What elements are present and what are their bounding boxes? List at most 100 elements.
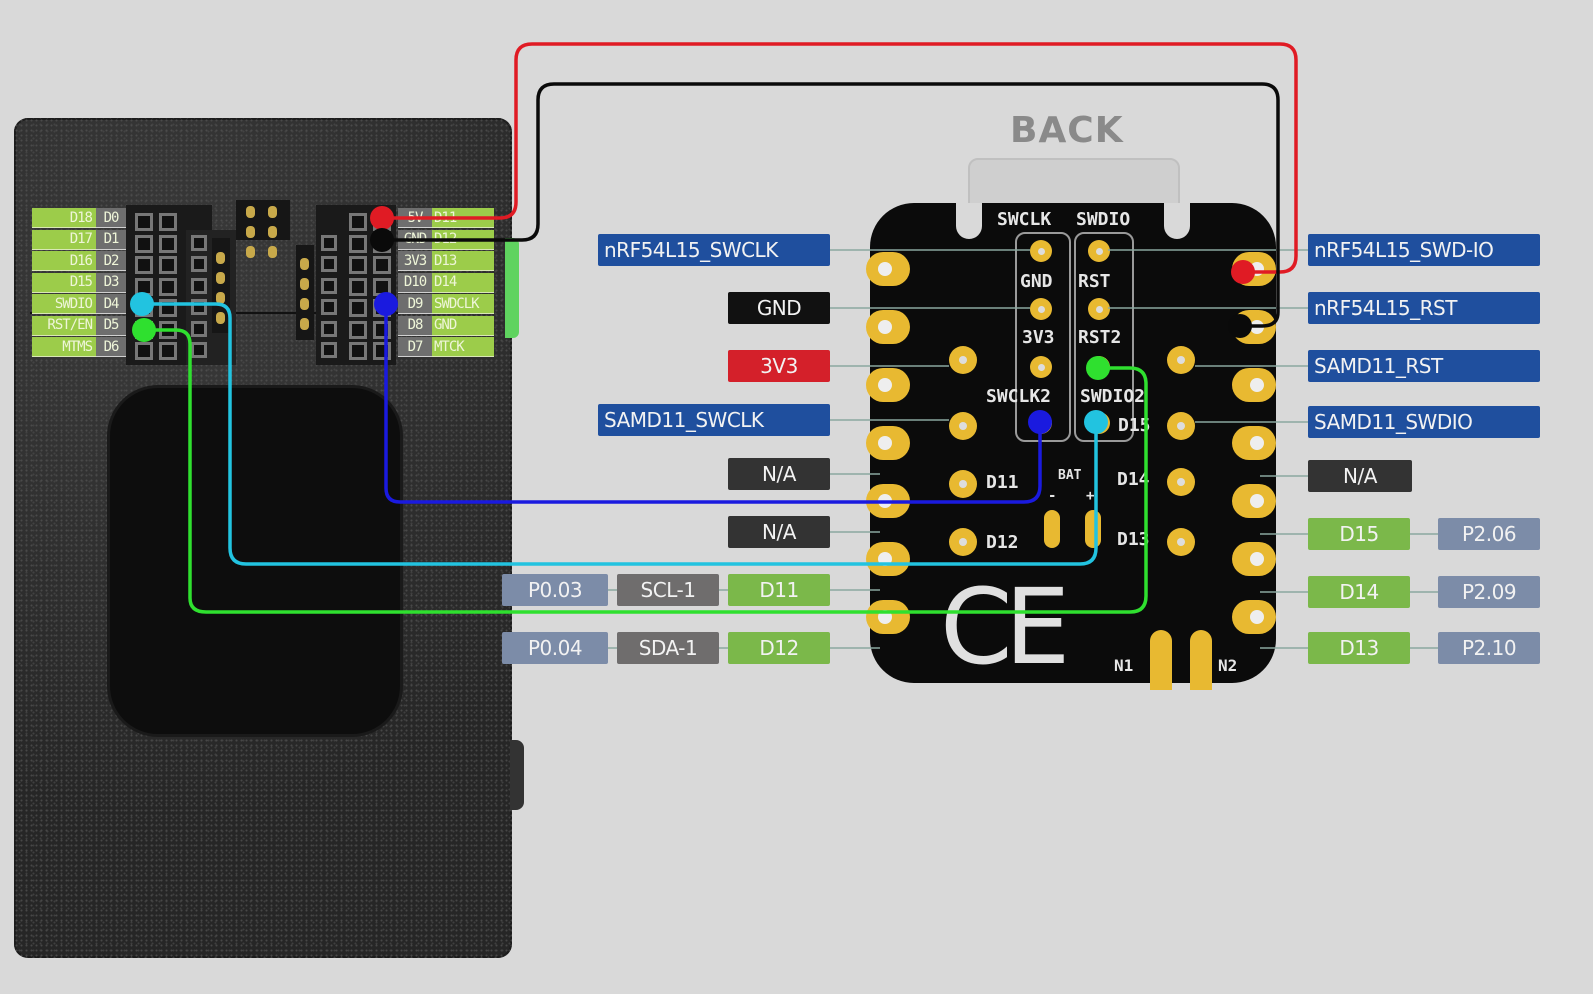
port-label: P0.04	[502, 632, 608, 664]
wire-green	[144, 328, 1148, 614]
header-hole	[352, 280, 364, 293]
pin-label: N/A	[1308, 460, 1412, 492]
silk-swclk2: SWCLK2	[986, 386, 1052, 407]
header-hole	[376, 259, 388, 271]
header-hole	[376, 280, 388, 293]
header-label-outer: SWDIO	[32, 294, 96, 314]
header-hole	[138, 345, 150, 357]
gpio-pad	[1167, 528, 1195, 556]
header-label-inner: D4	[96, 294, 126, 314]
header-hole	[324, 280, 334, 291]
function-label: SCL-1	[617, 574, 719, 606]
swd-pad	[1030, 298, 1052, 320]
header-hole	[324, 302, 334, 312]
edge-pad-right	[1232, 368, 1276, 402]
wire-black	[382, 82, 1280, 328]
header-label-outer: MTCK	[432, 337, 494, 357]
wire-endpoint-black	[1228, 314, 1252, 338]
swd-box-left	[1015, 232, 1071, 442]
debugger-side-led	[505, 238, 519, 338]
silk-d13: D13	[1117, 529, 1150, 550]
pogo-pin	[300, 298, 309, 310]
header-hole	[138, 237, 150, 250]
silk-swclk: SWCLK	[997, 209, 1052, 230]
swd-pad	[1088, 240, 1110, 262]
n1-pad	[1150, 630, 1172, 690]
header-hole	[162, 216, 174, 228]
wire-endpoint-green	[1086, 356, 1110, 380]
gpio-pad	[1167, 412, 1195, 440]
silk-d15: D15	[1118, 415, 1151, 436]
debugger-side-button[interactable]	[510, 740, 524, 810]
silk-bat-plus: +	[1086, 488, 1095, 504]
bat-minus-pad	[1044, 510, 1060, 548]
pogo-pin	[268, 206, 277, 218]
gpio-pad	[1167, 468, 1195, 496]
swd-pad	[1030, 356, 1052, 378]
pin-label: 3V3	[728, 350, 830, 382]
header-label-outer: D15	[32, 272, 96, 293]
silk-bat-minus: -	[1048, 488, 1057, 504]
edge-pad-left	[866, 368, 910, 402]
header-label-outer: MTMS	[32, 337, 96, 357]
header-hole	[352, 259, 364, 271]
header-hole	[138, 216, 150, 228]
board-notch-right	[1164, 203, 1190, 239]
ce-mark: CE	[940, 566, 1070, 688]
wire-endpoint-green	[132, 318, 156, 342]
header-hole	[352, 237, 364, 250]
pogo-pin	[268, 226, 277, 238]
header-label-outer: RST/EN	[32, 315, 96, 336]
xiao-board	[870, 203, 1276, 683]
silk-swdio: SWDIO	[1076, 209, 1131, 230]
board-side-title: BACK	[1010, 110, 1124, 151]
silk-n1: N1	[1114, 656, 1134, 675]
silk-d11: D11	[986, 472, 1019, 493]
header-label-outer: D13	[432, 251, 494, 271]
header-label-inner: D3	[96, 272, 126, 293]
gpio-pad	[1167, 346, 1195, 374]
edge-pad-right	[1232, 426, 1276, 460]
header-hole	[162, 237, 174, 250]
header-label-inner: D1	[96, 229, 126, 250]
header-hole	[162, 345, 174, 357]
header-hole	[138, 259, 150, 271]
header-label-inner: D8	[398, 315, 432, 336]
header-hole	[324, 237, 334, 248]
swd-box-right	[1074, 232, 1134, 442]
wire-blue	[384, 304, 1042, 504]
pogo-pin	[300, 318, 309, 330]
edge-pad-right	[1232, 484, 1276, 518]
header-label-outer: SWDCLK	[432, 294, 494, 314]
pin-label: SAMD11_SWDIO	[1308, 406, 1540, 438]
header-label-outer: D17	[32, 229, 96, 250]
pogo-pin	[216, 252, 225, 264]
silk-rst: RST	[1078, 271, 1111, 292]
swd-pad	[1088, 298, 1110, 320]
header-label-inner: D6	[96, 337, 126, 357]
wire-endpoint-red	[1231, 260, 1255, 284]
silk-n2: N2	[1218, 656, 1238, 675]
header-label-outer: D14	[432, 272, 494, 293]
pogo-pin	[300, 278, 309, 290]
silk-d14: D14	[1117, 469, 1150, 490]
wire-endpoint-black	[370, 228, 394, 252]
header-hole	[352, 323, 364, 336]
wire-endpoint-cyan	[130, 292, 154, 316]
header-hole	[194, 345, 204, 355]
header-label-inner: 3V3	[398, 251, 432, 271]
pin-label: N/A	[728, 516, 830, 548]
pogo-pin	[246, 226, 255, 238]
header-hole	[162, 280, 174, 293]
pin-label: SAMD11_RST	[1308, 350, 1540, 382]
pogo-block-top	[236, 200, 290, 240]
wire-endpoint-red	[370, 206, 394, 230]
port-label: P2.09	[1438, 576, 1540, 608]
pogo-pin	[216, 312, 225, 324]
pogo-pin	[268, 246, 277, 258]
silk-3v3: 3V3	[1022, 327, 1055, 348]
header-label-inner: D0	[96, 208, 126, 228]
pogo-pin	[216, 292, 225, 304]
header-hole	[162, 259, 174, 271]
